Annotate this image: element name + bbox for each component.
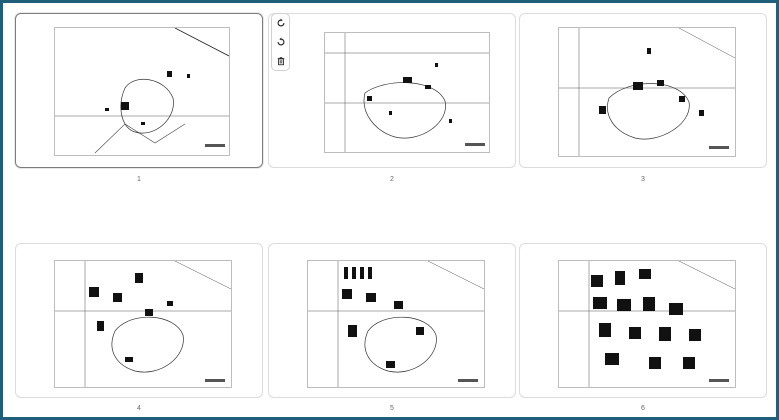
page-preview-5 [307,260,485,388]
rotate-counterclockwise-icon [277,37,284,46]
trash-icon [277,56,284,65]
campus-map-image [55,28,229,154]
page-thumbnail-6[interactable] [519,243,767,398]
page-number-3: 3 [641,176,645,183]
rotate-clockwise-icon [277,18,284,27]
page-preview-3 [558,27,736,157]
campus-map-image [325,33,489,152]
page-preview-2 [324,32,490,153]
rotate-clockwise-button[interactable] [273,16,288,31]
page-thumbnail-4[interactable] [15,243,263,398]
rotate-counterclockwise-button[interactable] [273,34,288,49]
delete-page-button[interactable] [273,53,288,68]
page-number-4: 4 [137,405,141,412]
page-thumbnail-1[interactable] [15,13,263,168]
page-actions-toolbar [271,13,290,71]
page-preview-4 [54,260,232,388]
page-number-2: 2 [390,176,394,183]
campus-map-image [55,261,231,387]
page-preview-1 [54,27,230,156]
page-number-6: 6 [641,405,645,412]
campus-map-image [308,261,484,387]
page-thumbnail-5[interactable] [268,243,516,398]
page-number-5: 5 [390,405,394,412]
page-thumbnail-2[interactable] [268,13,516,168]
campus-map-image [559,261,735,387]
page-preview-6 [558,260,736,388]
campus-map-image [559,28,735,156]
page-thumbnail-3[interactable] [519,13,767,168]
page-number-1: 1 [137,176,141,183]
